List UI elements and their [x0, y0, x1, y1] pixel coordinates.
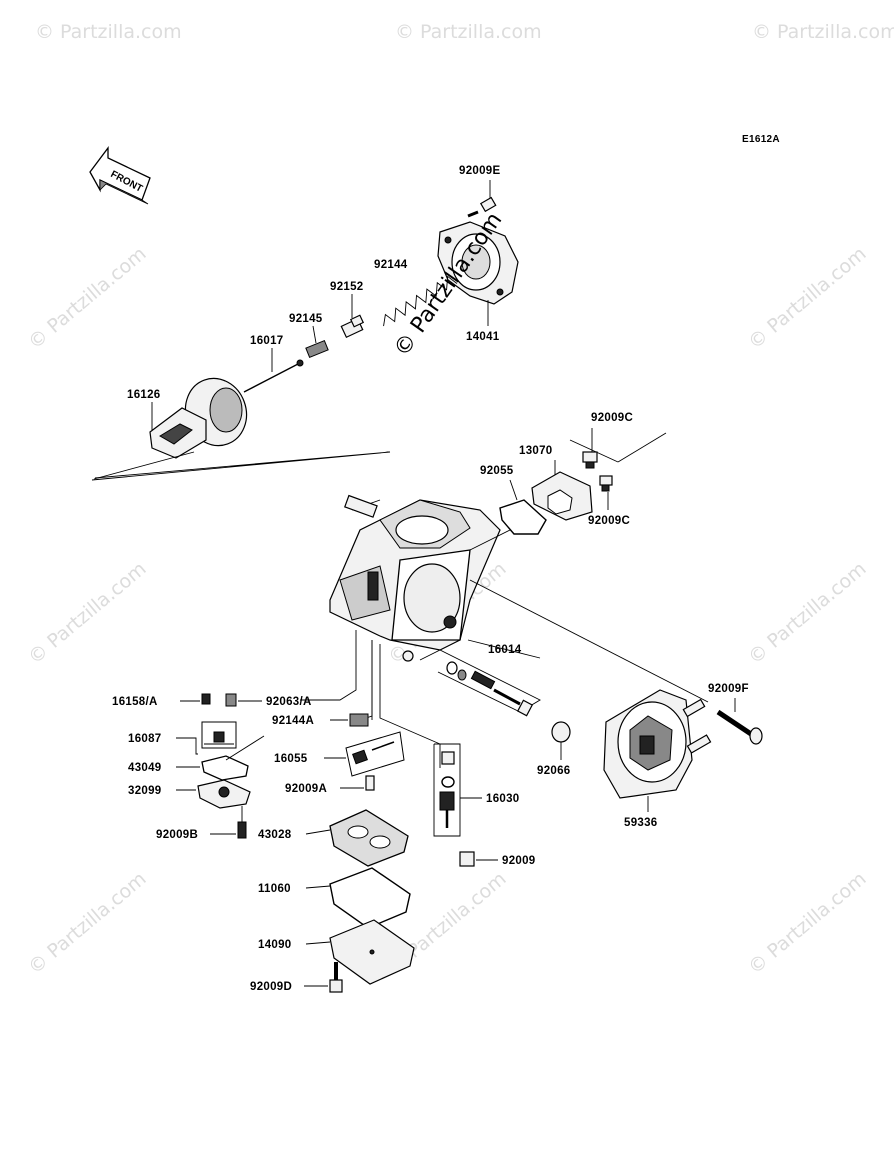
part-label-92009C-top: 92009C	[591, 412, 633, 424]
diagram-code: E1612A	[742, 134, 780, 145]
part-label-92009F: 92009F	[708, 683, 749, 695]
screw-92009E-icon	[467, 180, 497, 218]
watermark: © Partzilla.com	[744, 243, 870, 354]
part-label-43049: 43049	[128, 762, 161, 774]
watermark: © Partzilla.com	[24, 868, 150, 979]
watermark: © Partzilla.com	[744, 868, 870, 979]
watermark: © Partzilla.com	[395, 21, 542, 43]
part-label-92009A: 92009A	[285, 783, 327, 795]
holder-13070-icon	[531, 471, 593, 521]
screw-92009B-icon	[237, 806, 247, 839]
jet-16158A-icon	[201, 693, 211, 705]
screw-92009C-bottom-icon	[599, 475, 613, 510]
part-label-92066: 92066	[537, 765, 570, 777]
plug-92066-icon	[551, 721, 571, 760]
screw-92009D-icon	[329, 962, 343, 993]
jet-92063A-icon	[225, 693, 237, 707]
screw-92009-icon	[459, 851, 475, 867]
watermark: © Partzilla.com	[744, 558, 870, 669]
part-label-16126: 16126	[127, 389, 160, 401]
part-label-92009: 92009	[502, 855, 535, 867]
part-label-92144A: 92144A	[272, 715, 314, 727]
spring-92144-icon	[383, 275, 458, 327]
part-label-92055: 92055	[480, 465, 514, 477]
screw-set-16014-icon	[419, 649, 541, 717]
spring-92144A-icon	[349, 713, 369, 727]
watermark: © Partzilla.com	[752, 21, 894, 43]
front-arrow-icon: FRONT	[89, 146, 151, 205]
part-label-43028: 43028	[258, 829, 292, 841]
cover-14041-icon	[437, 221, 519, 305]
needle-set-16055-icon	[345, 731, 405, 777]
part-label-14041: 14041	[466, 331, 500, 343]
part-label-14090: 14090	[258, 939, 291, 951]
gasket-92055-icon	[499, 499, 547, 535]
gasket-43049-icon	[201, 755, 249, 781]
cover-14090-icon	[329, 919, 415, 985]
carburetor-body-icon	[329, 494, 511, 662]
valve-16030-icon	[433, 743, 482, 837]
watermark: © Partzilla.com	[35, 21, 182, 43]
spring-92145-icon	[305, 325, 329, 359]
part-label-59336: 59336	[624, 817, 657, 829]
watermark: © Partzilla.com	[24, 558, 150, 669]
part-label-16030: 16030	[486, 793, 519, 805]
gasket-11060-icon	[329, 867, 411, 929]
part-label-11060: 11060	[258, 883, 291, 895]
screw-92009C-top-icon	[582, 428, 598, 469]
part-label-92009C-bottom: 92009C	[588, 515, 630, 527]
part-label-92009D: 92009D	[250, 981, 292, 993]
screw-92009A-icon	[365, 775, 375, 791]
jet-92152-icon	[340, 294, 365, 339]
gasket-43028-icon	[329, 809, 409, 867]
part-label-16055: 16055	[274, 753, 308, 765]
part-label-92063A: 92063/A	[266, 696, 312, 708]
watermark: © Partzilla.com	[24, 243, 150, 354]
part-label-92009E: 92009E	[459, 165, 500, 177]
part-label-16014: 16014	[488, 644, 522, 656]
part-label-92144: 92144	[374, 259, 408, 271]
part-label-92009B: 92009B	[156, 829, 198, 841]
bolt-92009F-icon	[716, 698, 763, 745]
part-label-92152: 92152	[330, 281, 363, 293]
part-label-92145: 92145	[289, 313, 323, 325]
valve-16087-icon	[201, 721, 237, 749]
needle-16017-icon	[243, 348, 304, 393]
piston-16126-icon	[149, 377, 248, 459]
part-label-16087: 16087	[128, 733, 161, 745]
part-label-16158A: 16158/A	[112, 696, 158, 708]
fuel-pump-59336-icon	[603, 689, 712, 799]
part-label-32099: 32099	[128, 785, 161, 797]
part-label-16017: 16017	[250, 335, 283, 347]
part-label-13070: 13070	[519, 445, 552, 457]
